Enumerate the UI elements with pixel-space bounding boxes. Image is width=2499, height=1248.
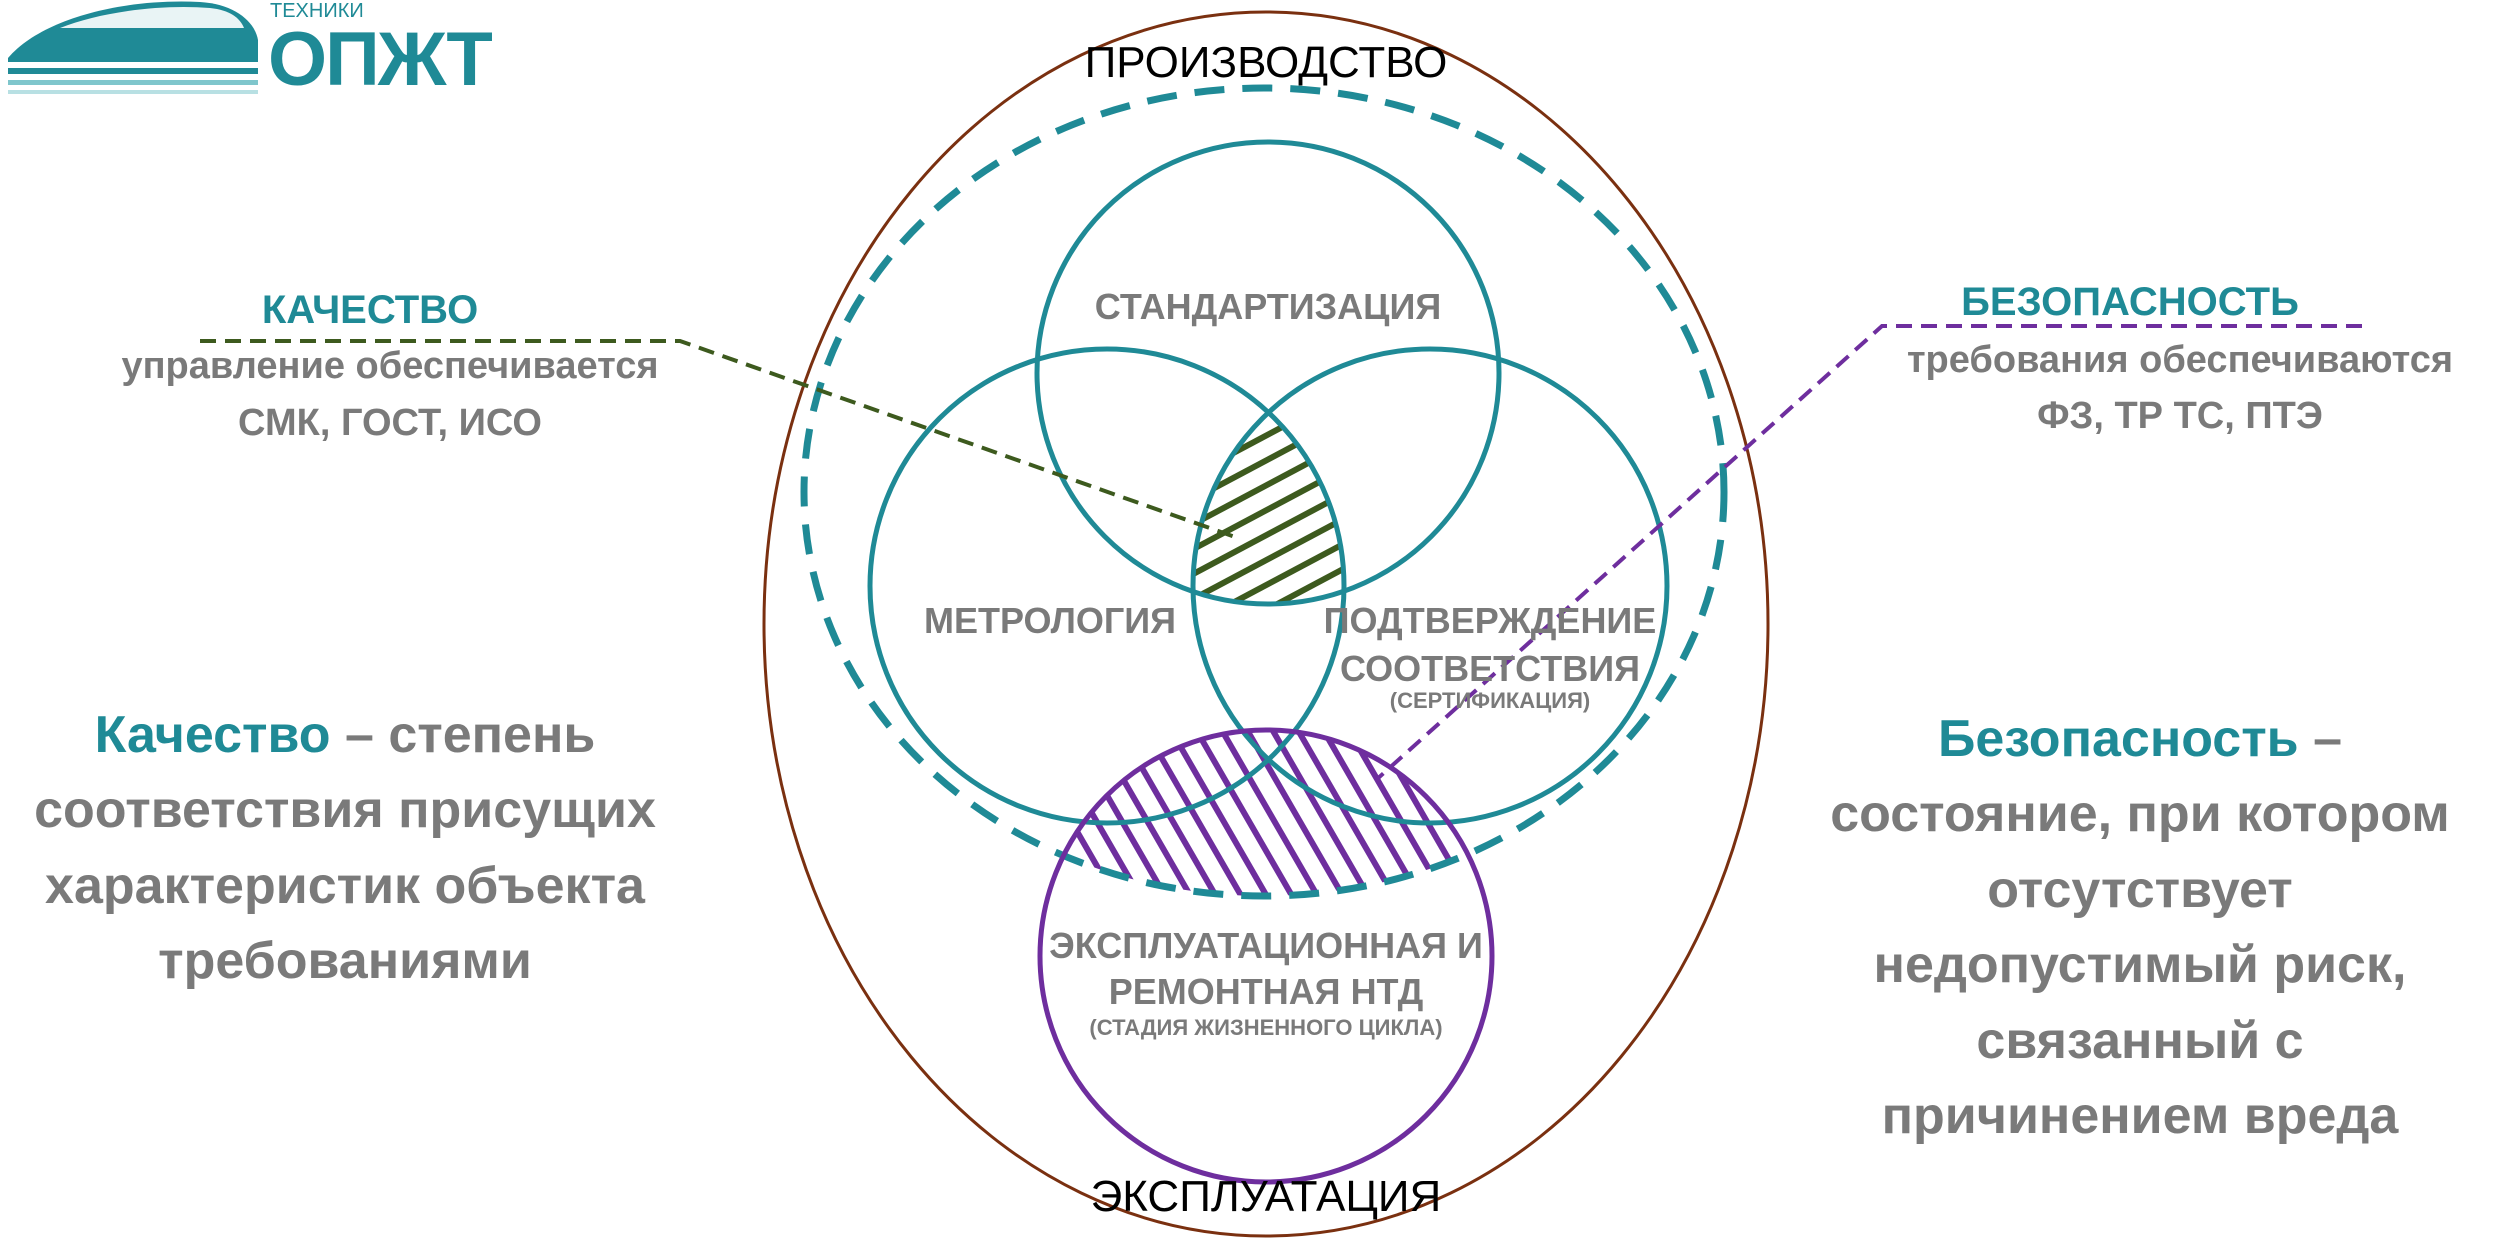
safety-definition: Безопасность – состояние, при котором от… [1790, 702, 2490, 1154]
quality-definition-line4: требованиями [158, 932, 532, 991]
production-dashed-ellipse [800, 84, 1728, 900]
quality-definition-line3: характеристик объекта [45, 856, 645, 915]
operation-stage-label: ЭКСПЛУАТАЦИЯ [1090, 1172, 1442, 1221]
conformity-label-1: ПОДТВЕРЖДЕНИЕ [1323, 600, 1657, 641]
metrology-label: МЕТРОЛОГИЯ [923, 600, 1177, 641]
safety-term: Безопасность [1937, 710, 2299, 768]
operation-circle [1037, 727, 1495, 1185]
safety-definition-line1: Безопасность – [1790, 702, 2490, 777]
quality-callout-line1: управление обеспечивается [121, 345, 659, 387]
operation-label-2: РЕМОНТНАЯ НТД [1108, 971, 1424, 1012]
operation-label-1: ЭКСПЛУАТАЦИОННАЯ И [1049, 925, 1483, 966]
quality-dash: – степень [330, 706, 596, 764]
quality-callout-line2: СМК, ГОСТ, ИСО [238, 402, 542, 444]
logo-text: ОПЖТ [268, 17, 493, 102]
train-icon [8, 1, 258, 94]
quality-definition-line1: Качество – степень [0, 698, 690, 773]
standardization-circle [1034, 139, 1502, 607]
safety-intersection [1040, 730, 1492, 896]
quality-leader-line [200, 339, 1239, 540]
safety-definition-line5: связанный с [1976, 1011, 2304, 1070]
safety-definition-line2: состояние, при котором [1830, 785, 2450, 844]
conformity-circle [1190, 346, 1670, 826]
production-label: ПРОИЗВОДСТВО [1084, 38, 1448, 87]
quality-definition-line2: соответствия присущих [34, 781, 656, 840]
safety-dash: – [2298, 710, 2343, 768]
quality-term: Качество [94, 706, 331, 764]
logo-caption: ТЕХНИКИ [270, 0, 364, 22]
safety-leader-line [1374, 324, 2362, 782]
safety-callout-line2: ФЗ, ТР ТС, ПТЭ [2037, 395, 2323, 437]
safety-definition-line3: отсутствует [1987, 860, 2293, 919]
quality-definition: Качество – степень соответствия присущих… [0, 698, 690, 1000]
metrology-circle [867, 346, 1347, 826]
safety-callout-title: БЕЗОПАСНОСТЬ [1961, 280, 2299, 324]
outer-ellipse [762, 10, 1770, 1238]
safety-definition-line6: причинением вреда [1881, 1086, 2399, 1145]
standardization-label: СТАНДАРТИЗАЦИЯ [1094, 286, 1442, 327]
conformity-note: (СЕРТИФИКАЦИЯ) [1389, 688, 1591, 713]
safety-callout-line1: требования обеспечиваются [1906, 339, 2454, 381]
operation-note: (СТАДИЯ ЖИЗНЕННОГО ЦИКЛА) [1089, 1015, 1443, 1040]
conformity-label-2: СООТВЕТСТВИЯ [1340, 648, 1640, 689]
quality-callout-title: КАЧЕСТВО [261, 288, 479, 332]
safety-definition-line4: недопустимый риск, [1873, 936, 2407, 995]
